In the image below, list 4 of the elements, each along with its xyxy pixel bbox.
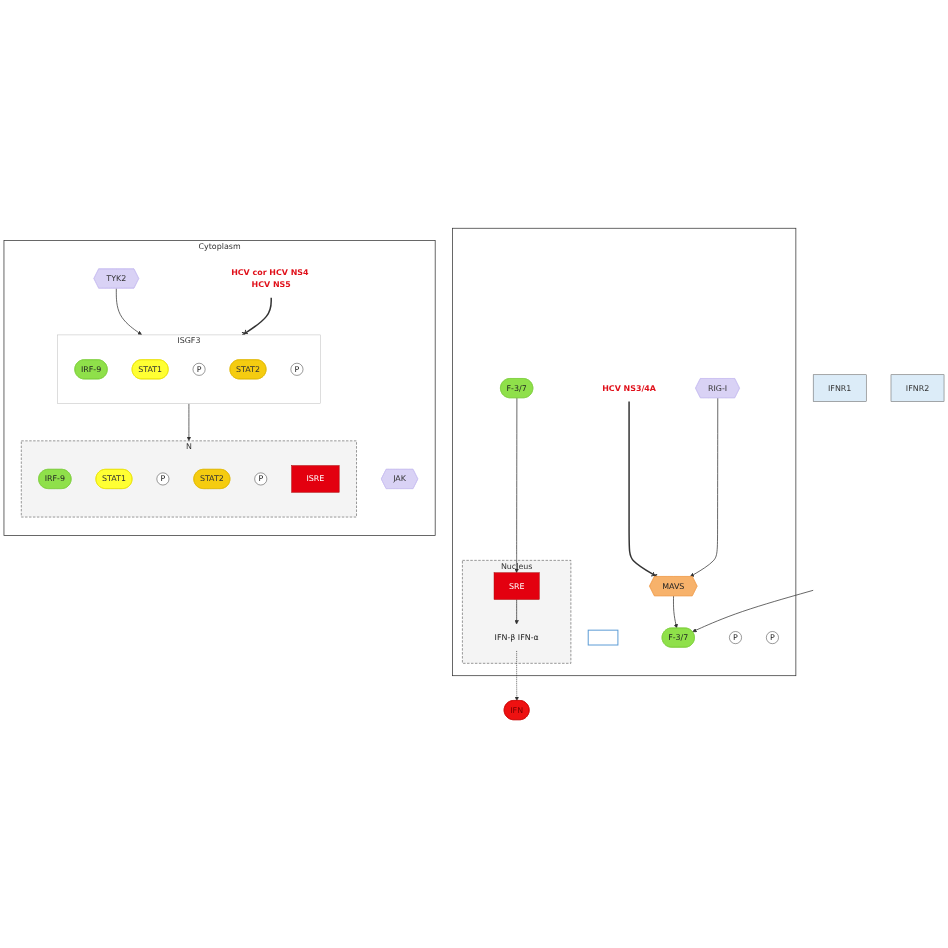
- node-box: [587, 629, 619, 646]
- connector: [628, 400, 658, 579]
- connector: [241, 297, 272, 337]
- cluster: [452, 227, 797, 677]
